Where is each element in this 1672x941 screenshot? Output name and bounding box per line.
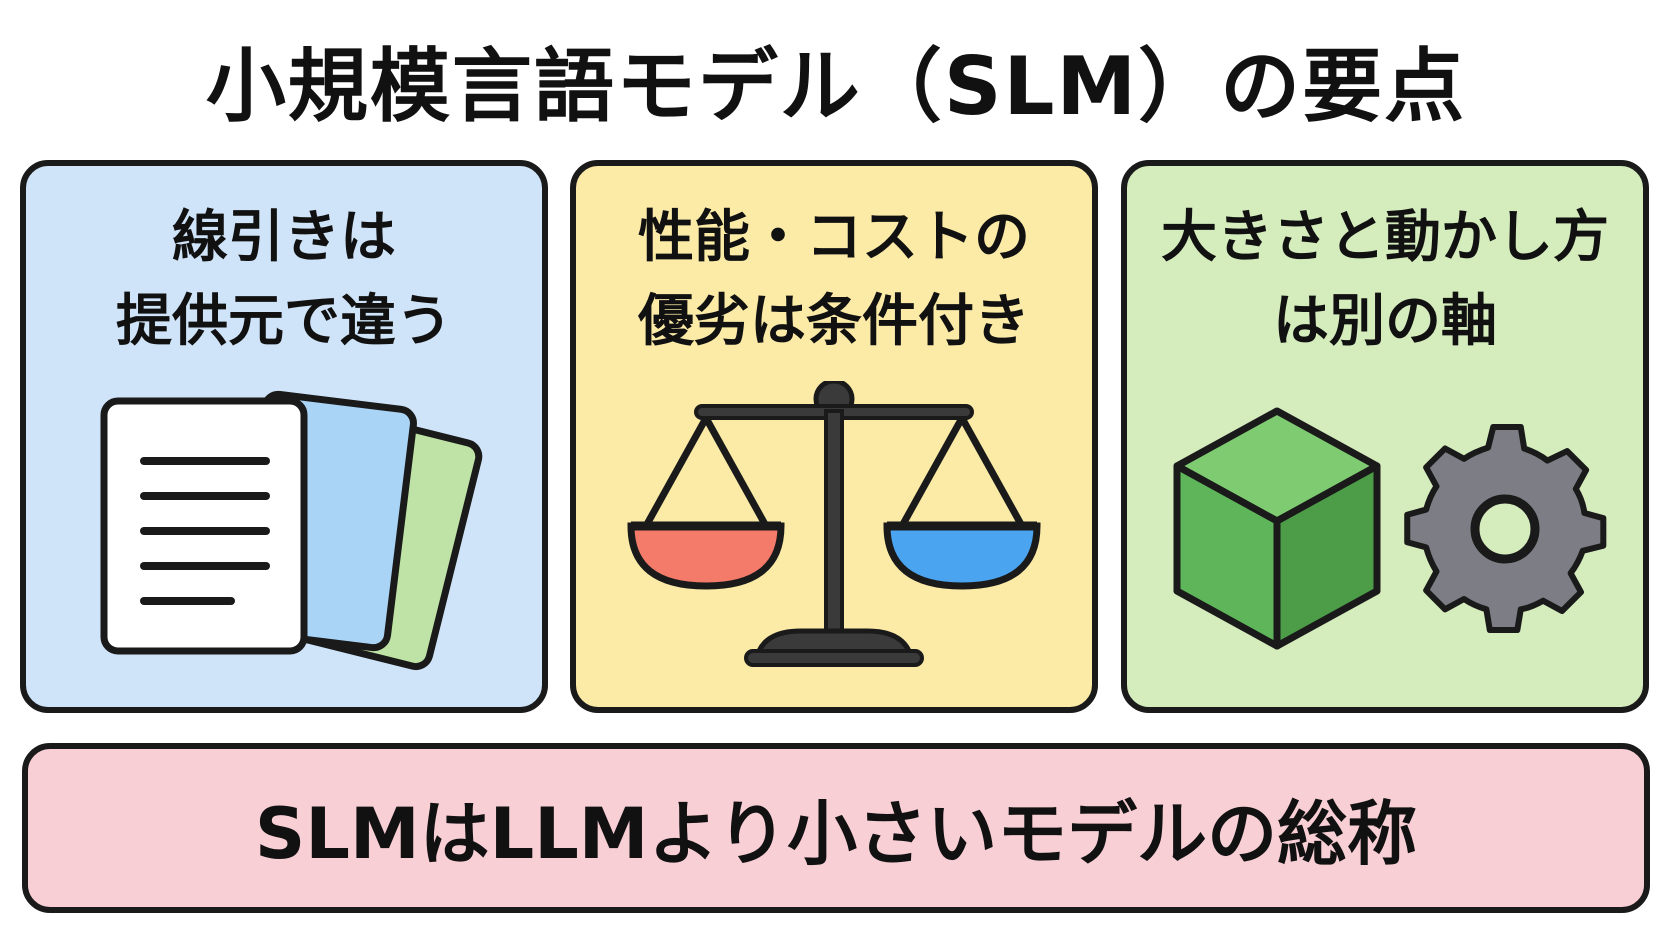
card-heading-line: 優劣は条件付き — [638, 289, 1030, 354]
point-card-performance: 性能・コストの 優劣は条件付き — [570, 160, 1098, 713]
balance-scale-icon — [627, 381, 1041, 667]
point-card-size-vs-deployment: 大きさと動かし方 は別の軸 — [1121, 160, 1649, 713]
summary-banner: SLMはLLMより小さいモデルの総称 — [22, 743, 1650, 913]
card-heading-line: 性能・コストの — [638, 205, 1030, 270]
documents-icon — [100, 390, 483, 671]
card-heading: 大きさと動かし方 は別の軸 — [1127, 196, 1643, 364]
point-card-provider: 線引きは 提供元で違う — [20, 160, 548, 713]
card-heading-line: 大きさと動かし方 — [1161, 205, 1609, 270]
gear-icon — [1404, 423, 1607, 633]
cube-and-gear-icon — [1173, 407, 1607, 650]
card-heading-line: 提供元で違う — [116, 289, 452, 354]
card-heading-line: 線引きは — [172, 205, 396, 270]
card-heading: 性能・コストの 優劣は条件付き — [576, 196, 1092, 364]
card-heading: 線引きは 提供元で違う — [26, 196, 542, 364]
card-heading-line: は別の軸 — [1273, 289, 1497, 354]
cube-icon — [1173, 407, 1381, 650]
page-title: 小規模言語モデル（SLM）の要点 — [205, 40, 1467, 133]
